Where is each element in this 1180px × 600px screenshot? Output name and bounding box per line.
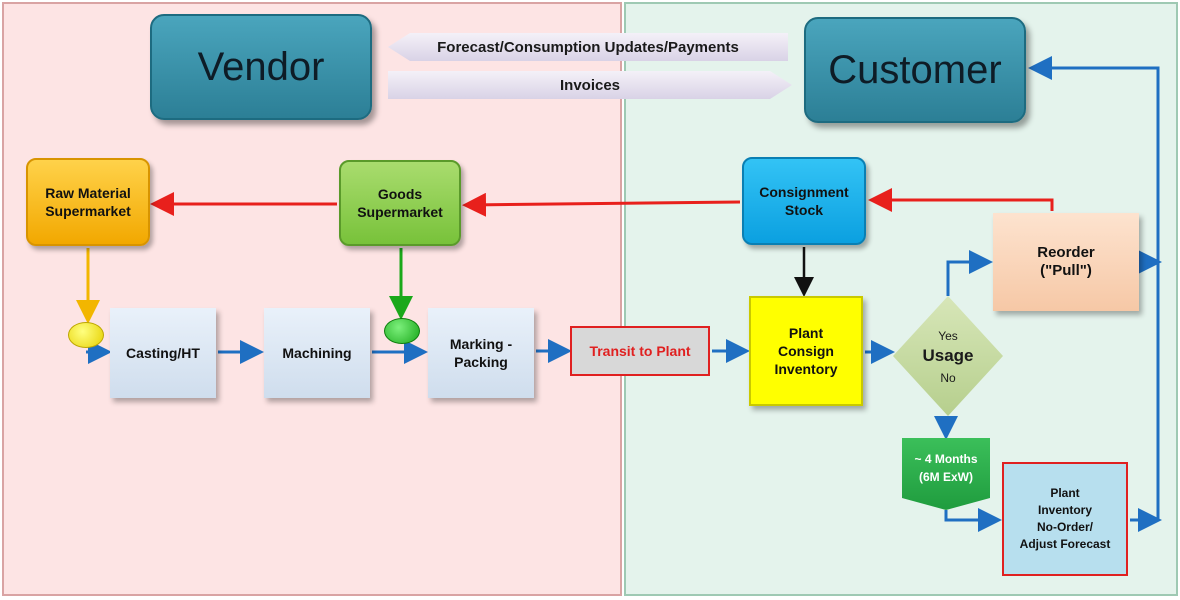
usage-yes-label: Yes bbox=[938, 329, 958, 343]
vendor-box: Vendor bbox=[150, 14, 372, 120]
customer-box: Customer bbox=[804, 17, 1026, 123]
machining-process: Machining bbox=[264, 308, 370, 398]
goods-supermarket: Goods Supermarket bbox=[339, 160, 461, 246]
green-kanban-dot-icon bbox=[384, 318, 420, 344]
yellow-kanban-dot-icon bbox=[68, 322, 104, 348]
plant-consign-inventory: Plant Consign Inventory bbox=[749, 296, 863, 406]
four-months-tag: ~ 4 Months (6M ExW) bbox=[902, 438, 990, 510]
invoices-banner: Invoices bbox=[388, 71, 792, 99]
usage-decision: Yes Usage No bbox=[893, 296, 1003, 416]
usage-no-label: No bbox=[940, 371, 956, 385]
transit-to-plant: Transit to Plant bbox=[570, 326, 710, 376]
plant-inventory-no-order: Plant Inventory No-Order/ Adjust Forecas… bbox=[1002, 462, 1128, 576]
reorder-pull: Reorder ("Pull") bbox=[993, 213, 1139, 311]
usage-title: Usage bbox=[922, 346, 974, 365]
casting-process: Casting/HT bbox=[110, 308, 216, 398]
consignment-stock: Consignment Stock bbox=[742, 157, 866, 245]
raw-material-supermarket: Raw Material Supermarket bbox=[26, 158, 150, 246]
marking-packing-process: Marking - Packing bbox=[428, 308, 534, 398]
four-months-label: ~ 4 Months (6M ExW) bbox=[914, 452, 978, 484]
forecast-banner: Forecast/Consumption Updates/Payments bbox=[388, 33, 788, 61]
